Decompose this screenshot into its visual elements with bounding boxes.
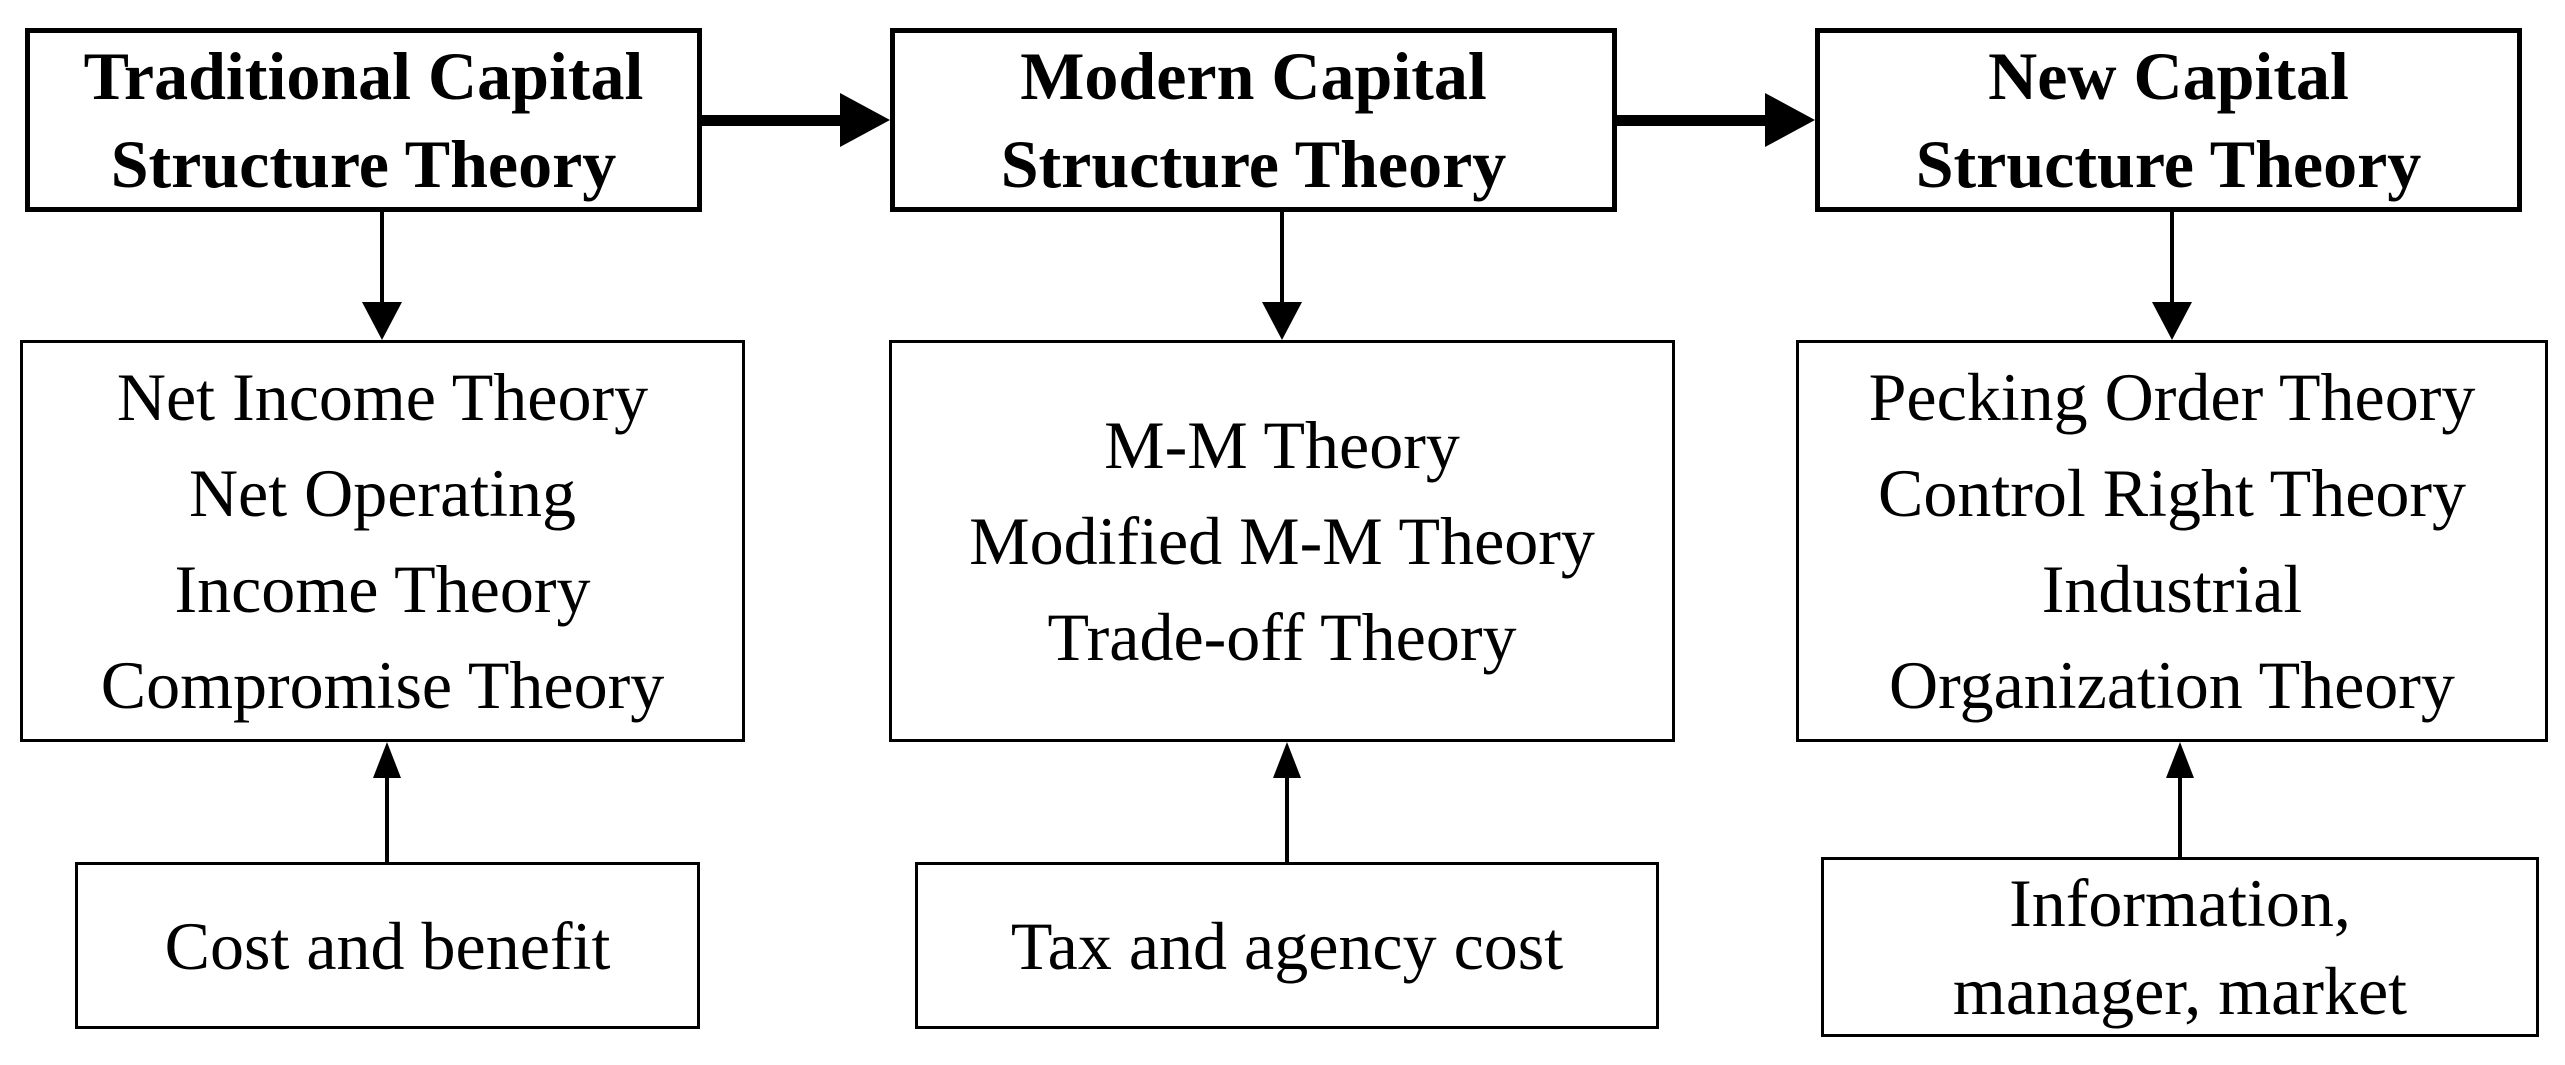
- arrow-shaft: [385, 778, 389, 862]
- box-traditional-theories-list: Net Income Theory Net Operating Income T…: [20, 340, 745, 742]
- box-line: Cost and benefit: [164, 907, 611, 984]
- box-traditional-capital-structure-theory: Traditional Capital Structure Theory: [25, 28, 702, 212]
- box-line: Traditional Capital: [83, 38, 644, 114]
- box-line: Pecking Order Theory: [1868, 359, 2476, 435]
- arrow-shaft: [2170, 212, 2174, 302]
- box-line: Control Right Theory: [1877, 455, 2467, 531]
- arrow-shaft: [380, 212, 384, 302]
- arrow-head-up-icon: [1273, 742, 1301, 778]
- box-line: Structure Theory: [1915, 126, 2422, 202]
- arrow-shaft: [2178, 778, 2182, 857]
- arrow-shaft: [1280, 212, 1284, 302]
- arrow-head-right-icon: [1765, 93, 1815, 147]
- box-line: M-M Theory: [1104, 407, 1460, 483]
- arrow-shaft: [1285, 778, 1289, 862]
- arrow-shaft: [702, 114, 840, 126]
- box-new-theories-list: Pecking Order Theory Control Right Theor…: [1796, 340, 2548, 742]
- arrow-shaft: [1617, 114, 1765, 126]
- arrow-cost-benefit-to-traditional-theories: [365, 742, 409, 862]
- box-line: Net Operating: [188, 455, 577, 531]
- arrow-modern-to-theories: [1260, 212, 1304, 340]
- box-line: Net Income Theory: [116, 359, 649, 435]
- box-line: Tax and agency cost: [1010, 907, 1564, 984]
- arrow-information-to-new-theories: [2158, 742, 2202, 857]
- box-line: Information,: [2009, 865, 2351, 941]
- arrow-traditional-to-modern: [702, 92, 890, 148]
- box-new-capital-structure-theory: New Capital Structure Theory: [1815, 28, 2522, 212]
- box-modern-capital-structure-theory: Modern Capital Structure Theory: [890, 28, 1617, 212]
- box-line: Structure Theory: [110, 126, 617, 202]
- box-line: manager, market: [1952, 953, 2408, 1029]
- arrow-head-down-icon: [1262, 302, 1302, 340]
- box-line: New Capital: [1988, 38, 2349, 114]
- arrow-new-to-theories: [2150, 212, 2194, 340]
- arrow-traditional-to-theories: [360, 212, 404, 340]
- arrow-head-down-icon: [2152, 302, 2192, 340]
- box-modern-theories-list: M-M Theory Modified M-M Theory Trade-off…: [889, 340, 1675, 742]
- box-line: Modified M-M Theory: [969, 503, 1595, 579]
- arrow-tax-agency-to-modern-theories: [1265, 742, 1309, 862]
- arrow-head-up-icon: [373, 742, 401, 778]
- box-line: Trade-off Theory: [1047, 599, 1517, 675]
- box-line: Structure Theory: [1000, 126, 1507, 202]
- box-cost-and-benefit: Cost and benefit: [75, 862, 700, 1029]
- arrow-head-up-icon: [2166, 742, 2194, 778]
- arrow-modern-to-new: [1617, 92, 1815, 148]
- box-line: Modern Capital: [1020, 38, 1487, 114]
- arrow-head-down-icon: [362, 302, 402, 340]
- box-tax-and-agency-cost: Tax and agency cost: [915, 862, 1659, 1029]
- box-information-manager-market: Information, manager, market: [1821, 857, 2539, 1037]
- box-line: Organization Theory: [1889, 647, 2455, 723]
- box-line: Industrial: [2041, 551, 2303, 627]
- arrow-head-right-icon: [840, 93, 890, 147]
- box-line: Compromise Theory: [100, 647, 665, 723]
- box-line: Income Theory: [174, 551, 591, 627]
